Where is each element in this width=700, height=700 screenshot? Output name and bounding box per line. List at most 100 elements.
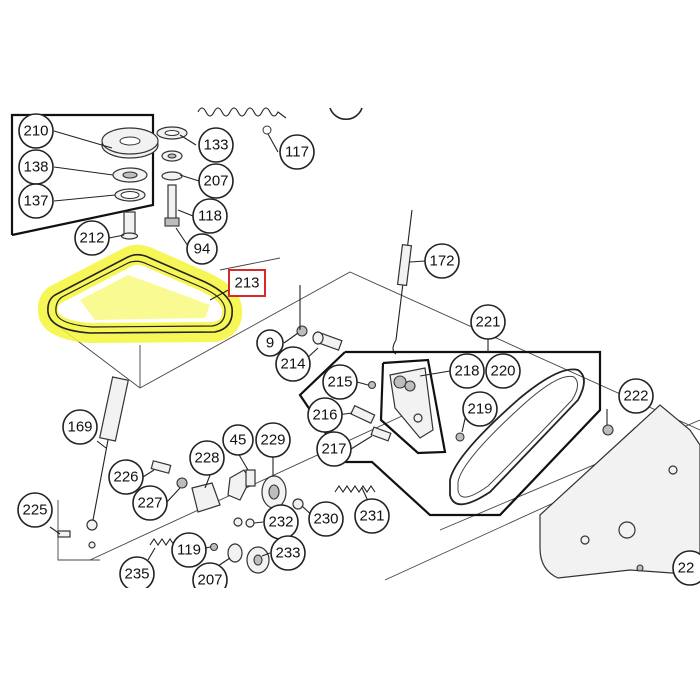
callout-94: 94 <box>186 233 218 265</box>
washer-230 <box>292 498 304 510</box>
svg-text:212: 212 <box>79 230 104 247</box>
bolt-226 <box>150 460 172 474</box>
pulley-detail-frame <box>10 113 155 237</box>
callout-214: 214 <box>275 346 311 382</box>
callout-119: 119 <box>171 532 207 568</box>
bolt-9 <box>296 325 308 337</box>
nut-227 <box>176 477 188 489</box>
callout-233: 233 <box>270 535 306 571</box>
bolt-225 <box>57 530 71 538</box>
bolt-219 <box>455 432 465 442</box>
washer-small <box>161 171 183 181</box>
callout-207: 207 <box>198 163 234 199</box>
bracket-218 <box>389 367 434 439</box>
svg-text:207: 207 <box>197 572 222 589</box>
svg-text:213: 213 <box>234 275 259 292</box>
callout-227: 227 <box>132 485 168 521</box>
callout-45: 45 <box>222 424 254 456</box>
bolt-119 <box>209 542 219 552</box>
bearing-207-lower <box>227 543 243 563</box>
callout-216: 216 <box>307 397 343 433</box>
svg-text:235: 235 <box>124 566 149 583</box>
callout-137: 137 <box>18 183 54 219</box>
callout-232: 232 <box>263 504 299 540</box>
svg-text:220: 220 <box>490 363 515 380</box>
svg-text:118: 118 <box>198 208 222 225</box>
bearing-138 <box>112 167 148 183</box>
svg-text:117: 117 <box>285 144 309 161</box>
svg-text:119: 119 <box>177 542 201 559</box>
leader-lines <box>49 130 608 571</box>
svg-text:169: 169 <box>67 419 92 436</box>
pulley-233 <box>246 546 270 574</box>
callout-9: 9 <box>256 329 284 357</box>
svg-text:45: 45 <box>230 432 247 449</box>
svg-text:216: 216 <box>312 407 337 424</box>
partial-callout-top <box>329 107 363 120</box>
bolt-22x <box>636 564 644 572</box>
arm-228 <box>191 469 251 513</box>
callout-133: 133 <box>198 127 234 163</box>
svg-text:172: 172 <box>429 253 454 270</box>
callout-212: 212 <box>74 220 110 256</box>
callout-226: 226 <box>108 459 144 495</box>
callout-218: 218 <box>449 353 485 389</box>
svg-text:215: 215 <box>327 374 352 391</box>
svg-text:207: 207 <box>203 173 228 190</box>
cable-172 <box>392 209 413 355</box>
pulley-210 <box>101 127 159 159</box>
callout-22: 22 <box>672 550 700 586</box>
callout-220: 220 <box>485 353 521 389</box>
bolt-222 <box>602 424 614 436</box>
svg-text:219: 219 <box>467 401 492 418</box>
callout-117: 117 <box>279 134 315 170</box>
svg-text:210: 210 <box>23 123 48 140</box>
callouts: 210 138 137 133 207 118 94 117 212 213 1… <box>17 113 700 598</box>
pulley-229 <box>261 475 287 509</box>
callout-230: 230 <box>308 501 344 537</box>
svg-text:221: 221 <box>475 314 500 331</box>
strut-169 <box>86 376 129 549</box>
callout-235: 235 <box>119 556 155 592</box>
callout-215: 215 <box>322 364 358 400</box>
bolt-217 <box>370 426 392 442</box>
spring-117 <box>197 107 287 135</box>
callout-118: 118 <box>192 198 228 234</box>
svg-text:227: 227 <box>137 495 162 512</box>
spring-231 <box>334 485 376 493</box>
svg-text:222: 222 <box>623 388 648 405</box>
svg-text:218: 218 <box>454 363 479 380</box>
bolt-216 <box>350 404 376 424</box>
callout-172: 172 <box>424 243 460 279</box>
svg-text:137: 137 <box>23 193 48 210</box>
svg-text:94: 94 <box>194 241 211 258</box>
svg-text:225: 225 <box>22 502 47 519</box>
lower-blank-area <box>0 588 700 700</box>
callout-221: 221 <box>470 304 506 340</box>
callout-225: 225 <box>17 492 53 528</box>
cover-plate <box>539 404 700 579</box>
svg-text:214: 214 <box>280 356 305 373</box>
ring-137 <box>114 188 146 202</box>
svg-text:133: 133 <box>203 137 228 154</box>
svg-text:233: 233 <box>275 545 300 562</box>
svg-text:138: 138 <box>23 159 48 176</box>
callout-229: 229 <box>255 422 291 458</box>
washer-133 <box>156 126 188 140</box>
svg-text:230: 230 <box>313 511 338 528</box>
callout-210: 210 <box>18 113 54 149</box>
svg-text:228: 228 <box>194 450 219 467</box>
callout-231: 231 <box>354 498 390 534</box>
sub-frame-218 <box>379 358 447 455</box>
svg-text:226: 226 <box>113 469 138 486</box>
svg-text:217: 217 <box>321 441 346 458</box>
callout-138: 138 <box>18 149 54 185</box>
callout-213-highlighted: 213 <box>228 269 266 297</box>
svg-text:22: 22 <box>678 560 695 577</box>
callout-217: 217 <box>316 431 352 467</box>
callout-222: 222 <box>618 378 654 414</box>
belt-213-highlight <box>37 244 243 343</box>
svg-text:9: 9 <box>266 335 274 352</box>
svg-text:232: 232 <box>268 514 293 531</box>
